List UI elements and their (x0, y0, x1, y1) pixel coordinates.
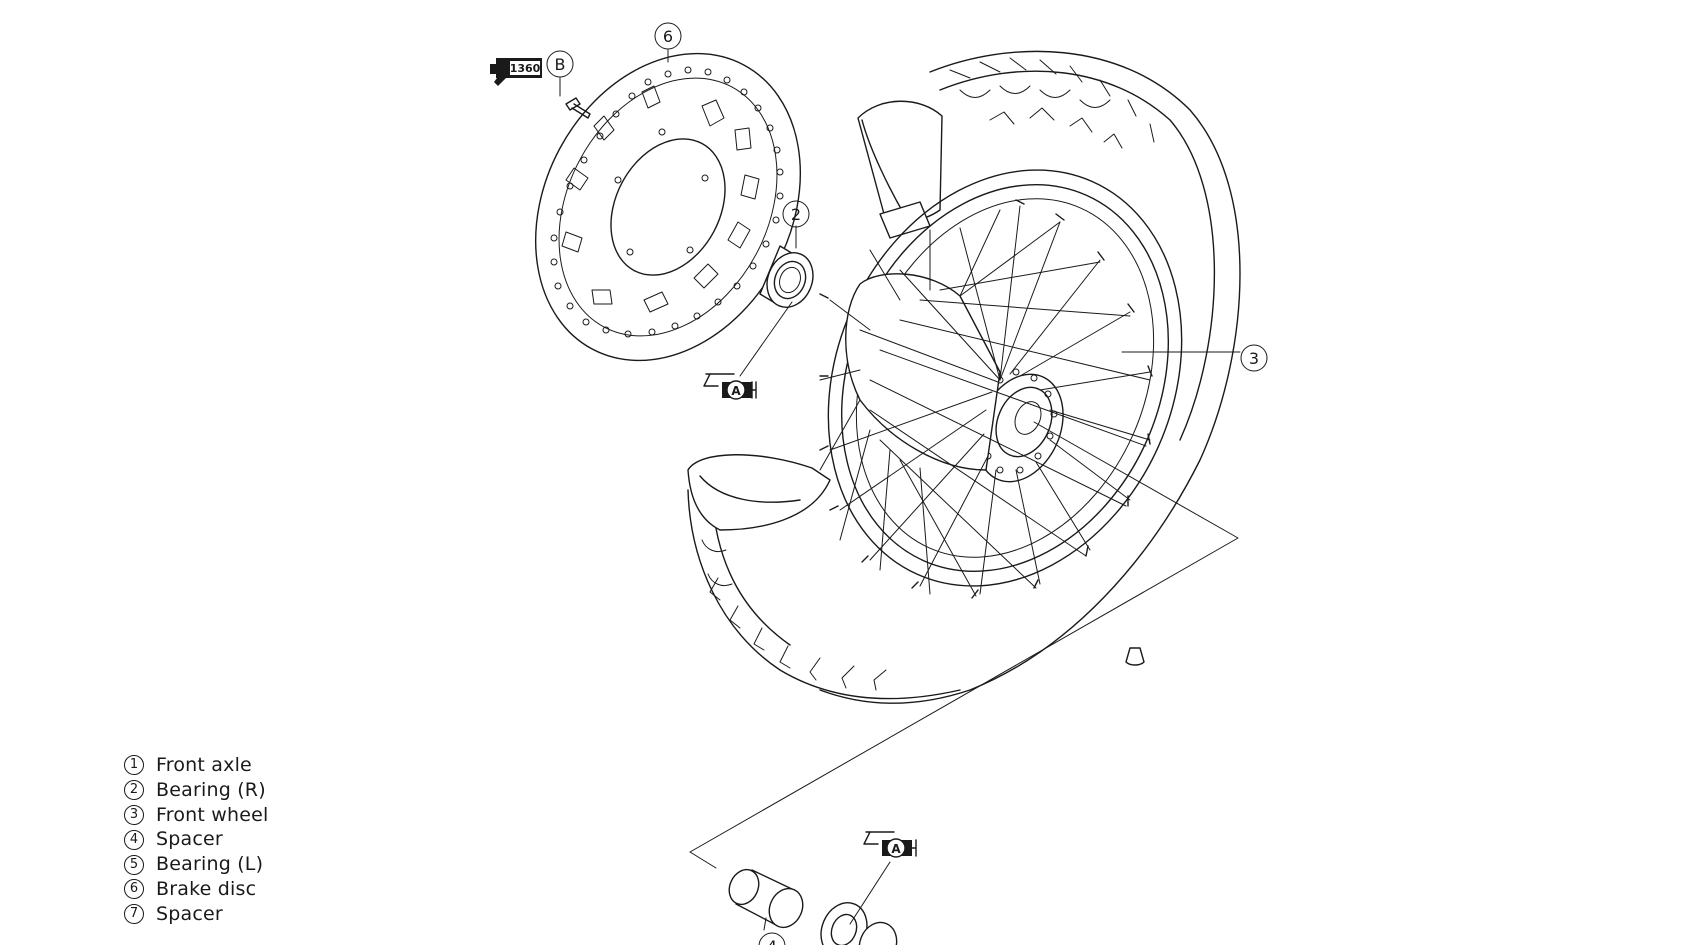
spoke-nipples (819, 199, 1153, 599)
legend-item: 3 Front wheel (124, 803, 269, 828)
legend-label: Bearing (L) (156, 853, 264, 876)
svg-text:3: 3 (1249, 349, 1259, 368)
spokes (819, 205, 1151, 597)
leader-4 (763, 917, 767, 931)
svg-text:4: 4 (767, 937, 777, 945)
legend-number: 3 (124, 804, 144, 825)
grease-symbol-icon: A (703, 373, 757, 400)
svg-text:B: B (555, 55, 566, 74)
svg-text:2: 2 (791, 205, 801, 224)
leader-grease-bearing-r (739, 301, 793, 377)
svg-text:6: 6 (663, 27, 673, 46)
legend-number: 7 (124, 904, 144, 925)
disc-bolt-holes (614, 128, 709, 256)
legend-number: 5 (124, 854, 144, 875)
disc-drill-holes (550, 66, 784, 338)
callout-b: B (546, 50, 574, 78)
grease-symbol-icon-lower: A (863, 831, 917, 858)
legend-number: 6 (124, 879, 144, 900)
bearing-r (759, 245, 814, 308)
legend-label: Front wheel (156, 803, 269, 826)
bearing-l (820, 902, 898, 945)
grease-mark-a: A (731, 384, 741, 398)
callout-4: 4 (758, 932, 786, 945)
legend-item: 1 Front axle (124, 753, 269, 778)
callout-3: 3 (1240, 344, 1268, 372)
spacer (728, 868, 804, 929)
disc-bolt (565, 97, 591, 119)
legend-number: 4 (124, 829, 144, 850)
disc-vent-slots (561, 85, 760, 313)
legend-label: Spacer (156, 828, 223, 851)
legend-item: 7 Spacer (124, 902, 269, 927)
brake-disc (534, 52, 802, 362)
legend-label: Spacer (156, 902, 223, 925)
legend-label: Bearing (R) (156, 778, 266, 801)
callout-2: 2 (782, 200, 810, 228)
callout-6: 6 (654, 22, 682, 50)
legend-item: 5 Bearing (L) (124, 852, 269, 877)
grease-mark-a-lower: A (891, 842, 901, 856)
legend-item: 2 Bearing (R) (124, 778, 269, 803)
leader-axle (689, 421, 1239, 853)
torque-value: 1360 (510, 62, 541, 75)
parts-legend: 1 Front axle 2 Bearing (R) 3 Front wheel… (124, 753, 269, 927)
torque-tag-icon: 1360 (490, 58, 542, 86)
legend-item: 6 Brake disc (124, 877, 269, 902)
legend-label: Front axle (156, 754, 252, 776)
legend-number: 2 (124, 780, 144, 801)
leader-axle-end (689, 851, 717, 869)
legend-label: Brake disc (156, 877, 257, 900)
legend-item: 4 Spacer (124, 827, 269, 852)
valve-cap (1125, 647, 1145, 666)
legend-number: 1 (124, 755, 144, 776)
front-wheel (687, 50, 1241, 704)
leader-grease-bearing-l (849, 861, 891, 925)
